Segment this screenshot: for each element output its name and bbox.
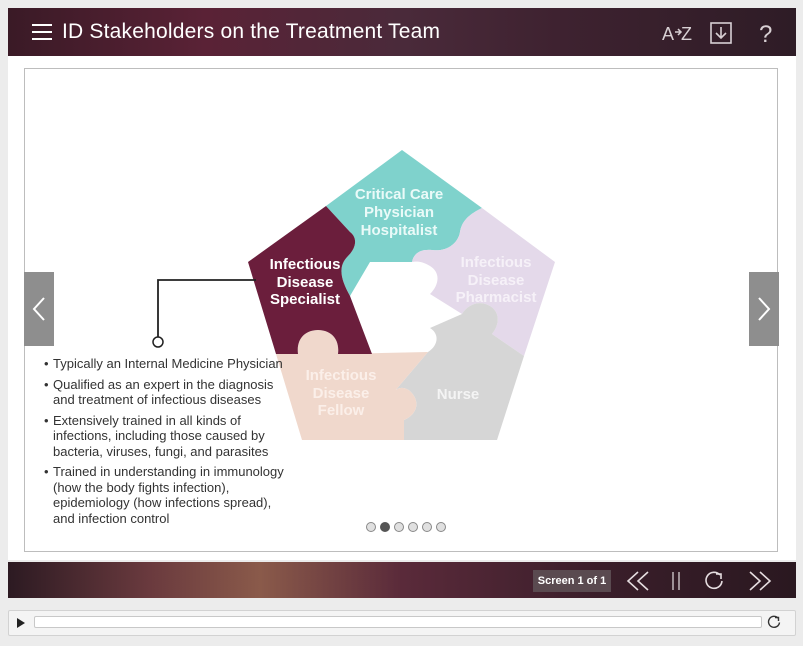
svg-text:A: A — [662, 24, 674, 44]
play-button[interactable] — [14, 616, 28, 630]
pagination-dot-2[interactable] — [380, 522, 390, 532]
puzzle-piece-nurse[interactable]: Nurse — [394, 303, 524, 440]
svg-text:Z: Z — [681, 24, 692, 44]
rewind-icon — [626, 571, 649, 591]
chevron-right-icon — [758, 297, 771, 321]
footer-bar — [8, 562, 796, 598]
specialist-details-list: Typically an Internal Medicine Physician… — [44, 356, 294, 531]
progress-bar[interactable] — [34, 616, 762, 628]
slide-pagination — [366, 522, 446, 532]
list-item: Extensively trained in all kinds of infe… — [44, 413, 294, 460]
pause-button[interactable] — [662, 568, 690, 594]
download-icon[interactable] — [704, 18, 738, 48]
pagination-dot-6[interactable] — [436, 522, 446, 532]
next-slide-button[interactable] — [749, 272, 779, 346]
svg-text:Nurse: Nurse — [437, 386, 480, 403]
list-item: Qualified as an expert in the diagnosis … — [44, 377, 294, 408]
pause-icon — [672, 572, 680, 590]
previous-slide-button[interactable] — [24, 272, 54, 346]
list-item: Typically an Internal Medicine Physician — [44, 356, 294, 372]
fast-forward-button[interactable] — [746, 568, 774, 594]
menu-icon[interactable] — [32, 24, 52, 40]
pagination-dot-5[interactable] — [422, 522, 432, 532]
svg-text:?: ? — [759, 21, 772, 46]
chevron-left-icon — [32, 297, 45, 321]
list-item: Trained in understanding in immunology (… — [44, 464, 294, 526]
fast-forward-icon — [749, 571, 772, 591]
pagination-dot-3[interactable] — [394, 522, 404, 532]
rewind-button[interactable] — [624, 568, 652, 594]
reload-icon — [767, 615, 781, 628]
replay-button[interactable] — [700, 568, 728, 594]
screen-counter: Screen 1 of 1 — [533, 570, 611, 592]
pagination-dot-4[interactable] — [408, 522, 418, 532]
reload-button[interactable] — [766, 614, 782, 630]
play-icon — [17, 618, 25, 628]
help-icon[interactable]: ? — [750, 18, 784, 48]
pagination-dot-1[interactable] — [366, 522, 376, 532]
replay-icon — [705, 571, 723, 590]
page-title: ID Stakeholders on the Treatment Team — [62, 20, 441, 43]
